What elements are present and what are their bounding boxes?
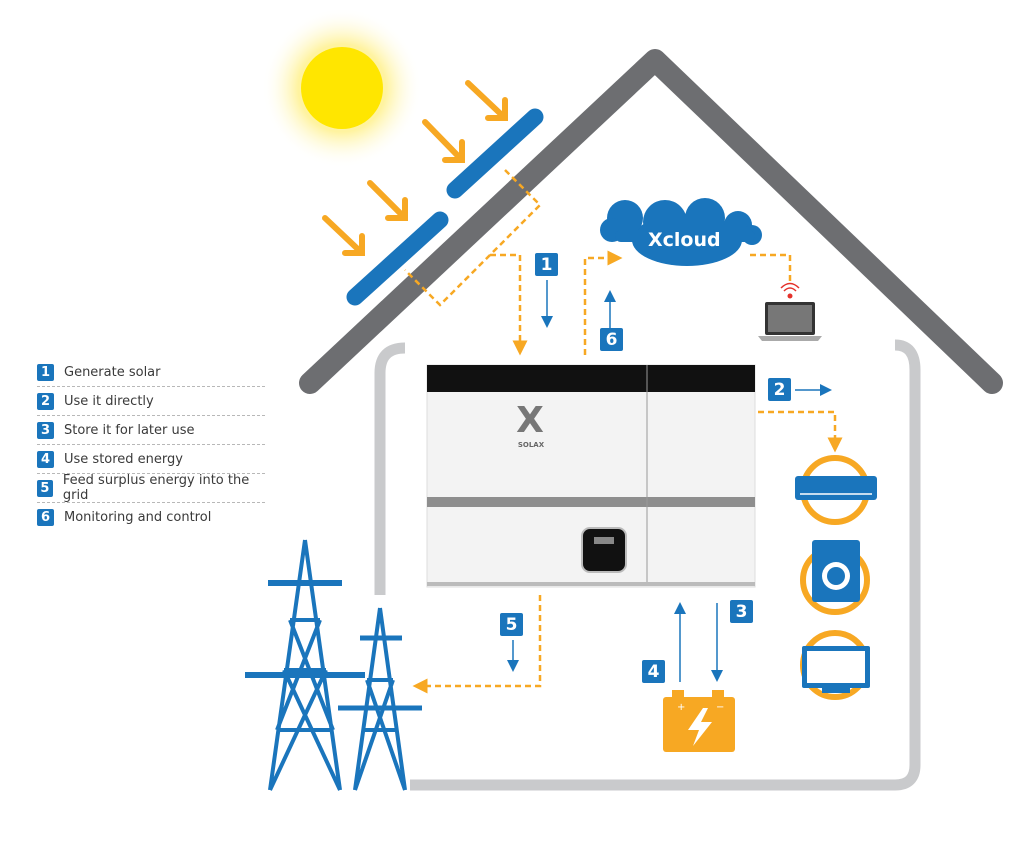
inverter-brand: SOLAX: [518, 441, 545, 449]
xcloud-icon: [600, 198, 762, 266]
power-grid-tower-icon: [245, 539, 422, 791]
step-badge-4: 4: [642, 660, 665, 683]
legend-number: 5: [37, 479, 53, 497]
step-badge-2: 2: [768, 378, 791, 401]
svg-text:−: −: [716, 702, 724, 713]
legend-item: 3 Store it for later use: [37, 416, 265, 445]
legend: 1 Generate solar 2 Use it directly 3 Store …: [37, 358, 265, 531]
legend-item: 1 Generate solar: [37, 358, 265, 387]
battery-icon: + −: [663, 690, 735, 752]
legend-number: 1: [37, 363, 54, 381]
legend-item: 5 Feed surplus energy into the grid: [37, 473, 265, 503]
step-badge-1: 1: [535, 253, 558, 276]
house-wall-right: [410, 339, 921, 791]
legend-item: 4 Use stored energy: [37, 445, 265, 474]
energy-flow-lines: [404, 169, 843, 694]
television-icon: [800, 630, 870, 700]
legend-label: Monitoring and control: [64, 509, 212, 525]
legend-label: Feed surplus energy into the grid: [62, 473, 250, 503]
svg-text:X: X: [516, 400, 544, 441]
legend-number: 2: [37, 392, 54, 410]
house-roof: [299, 49, 1003, 394]
air-conditioner-icon: [795, 455, 877, 525]
step-badge-3: 3: [730, 600, 753, 623]
house-wall-left: [374, 342, 406, 595]
step-badge-5: 5: [500, 613, 523, 636]
laptop-icon: [758, 282, 822, 341]
sunlight-arrows: [322, 80, 508, 256]
inverter-battery-unit: X: [426, 364, 756, 588]
legend-number: 3: [37, 421, 54, 439]
legend-item: 2 Use it directly: [37, 387, 265, 416]
xcloud-label: Xcloud: [648, 229, 721, 251]
washing-machine-icon: [800, 540, 870, 615]
step-arrows: [507, 280, 832, 682]
legend-item: 6 Monitoring and control: [37, 503, 265, 531]
sun-icon: [262, 8, 422, 168]
legend-label: Generate solar: [64, 364, 161, 380]
legend-number: 6: [37, 508, 54, 526]
legend-number: 4: [37, 450, 54, 468]
svg-text:+: +: [677, 702, 685, 713]
legend-label: Use it directly: [64, 393, 154, 409]
legend-label: Use stored energy: [64, 451, 183, 467]
step-badge-6: 6: [600, 328, 623, 351]
legend-label: Store it for later use: [64, 422, 195, 438]
solar-panels: [346, 108, 544, 306]
